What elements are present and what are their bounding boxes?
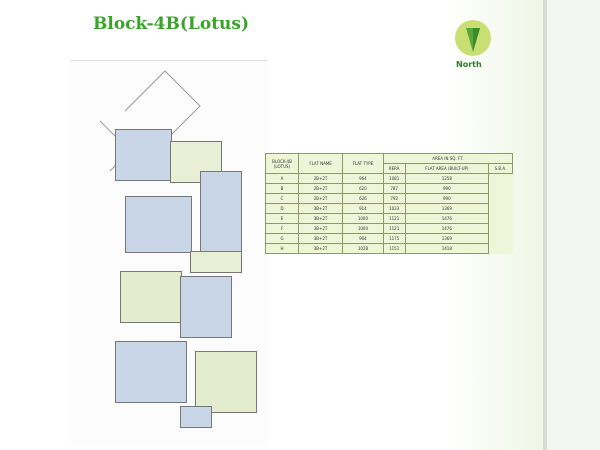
table-cell: 1175 bbox=[382, 233, 406, 244]
table-cell: 620 bbox=[342, 183, 384, 194]
subheader-sba: S.B.A. bbox=[487, 163, 514, 174]
table-cell: 2B+2T bbox=[297, 183, 344, 194]
table-header-row: BLOCK-4B (LOTUS) FLAT NAME FLAT TYPE ARE… bbox=[265, 153, 514, 174]
table-cell: 2B+2T bbox=[297, 193, 344, 204]
area-table: BLOCK-4B (LOTUS) FLAT NAME FLAT TYPE ARE… bbox=[265, 153, 514, 254]
north-compass-icon bbox=[455, 20, 491, 56]
table-cell: 1000 bbox=[342, 223, 384, 234]
table-cell: 990 bbox=[404, 193, 489, 204]
table-cell: 1000 bbox=[342, 213, 384, 224]
table-cell: 3B+2T bbox=[297, 223, 344, 234]
table-cell: 2B+2T bbox=[297, 173, 344, 184]
subheader-rera: RERA bbox=[382, 163, 406, 174]
subheader-built-up: FLAT AREA (BUILT-UP) bbox=[404, 163, 489, 174]
table-cell: 792 bbox=[382, 193, 406, 204]
page-edge bbox=[543, 0, 547, 450]
table-cell: C bbox=[265, 193, 299, 204]
block-label: BLOCK-4B (LOTUS) bbox=[265, 153, 299, 174]
header-flat-type: FLAT TYPE bbox=[342, 153, 384, 174]
table-cell: 1028 bbox=[342, 243, 384, 254]
table-cell: 1476 bbox=[404, 223, 489, 234]
side-margin bbox=[547, 0, 600, 450]
table-cell: 3B+2T bbox=[297, 213, 344, 224]
table-cell: 787 bbox=[382, 183, 406, 194]
table-cell: H bbox=[265, 243, 299, 254]
table-cell: F bbox=[265, 223, 299, 234]
table-cell: 1121 bbox=[382, 213, 406, 224]
table-cell: 1151 bbox=[382, 243, 406, 254]
table-cell: 1369 bbox=[404, 203, 489, 214]
table-cell: 964 bbox=[342, 173, 384, 184]
table-cell: 1476 bbox=[404, 213, 489, 224]
table-cell: 1418 bbox=[404, 243, 489, 254]
page-title: Block-4B(Lotus) bbox=[93, 14, 250, 34]
table-cell: 3B+2T bbox=[297, 233, 344, 244]
table-cell: 1369 bbox=[404, 233, 489, 244]
floor-plan bbox=[70, 60, 268, 446]
table-cell: B bbox=[265, 183, 299, 194]
table-cell: 1121 bbox=[382, 223, 406, 234]
table-cell: D bbox=[265, 203, 299, 214]
table-cell: 1033 bbox=[382, 203, 406, 214]
table-cell: 626 bbox=[342, 193, 384, 204]
table-cell: 904 bbox=[342, 233, 384, 244]
header-area: AREA IN SQ. FT. bbox=[382, 153, 514, 164]
table-cell: 1081 bbox=[382, 173, 406, 184]
table-cell: 990 bbox=[404, 183, 489, 194]
table-cell: G bbox=[265, 233, 299, 244]
table-cell: E bbox=[265, 213, 299, 224]
compass-label: North bbox=[456, 60, 482, 69]
table-cell: 3B+2T bbox=[297, 243, 344, 254]
table-cell: 1258 bbox=[404, 173, 489, 184]
header-flat-name: FLAT NAME bbox=[297, 153, 344, 174]
table-cell: 914 bbox=[342, 203, 384, 214]
table-cell: 3B+2T bbox=[297, 203, 344, 214]
table-cell: A bbox=[265, 173, 299, 184]
